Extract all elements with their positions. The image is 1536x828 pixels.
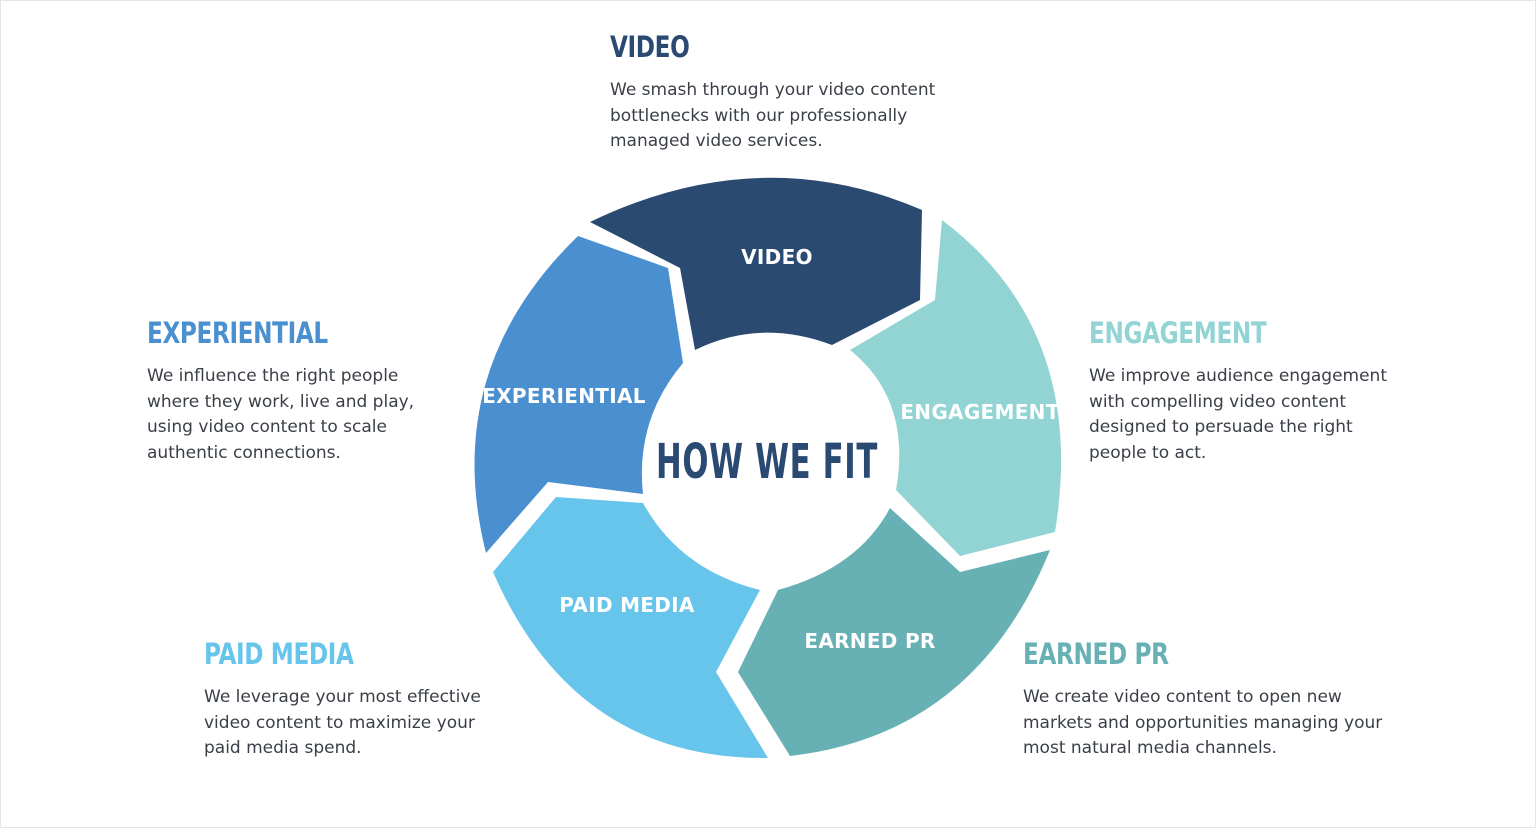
- segment-label-video: VIDEO: [741, 245, 813, 269]
- description-paid-media: PAID MEDIA We leverage your most effecti…: [204, 637, 544, 762]
- description-text-paid-media: We leverage your most effective video co…: [204, 687, 481, 758]
- description-title-paid-media: PAID MEDIA: [204, 637, 354, 671]
- description-title-engagement: ENGAGEMENT: [1089, 316, 1267, 350]
- description-engagement: ENGAGEMENT We improve audience engagemen…: [1089, 316, 1509, 466]
- description-earned-pr: EARNED PR We create video content to ope…: [1023, 637, 1503, 762]
- wheel-segment-paid-media: [493, 497, 768, 759]
- center-title: HOW WE FIT: [656, 434, 878, 490]
- segment-label-earned-pr: EARNED PR: [804, 629, 935, 653]
- description-experiential: EXPERIENTIAL We influence the right peop…: [147, 316, 477, 466]
- segment-label-experiential: EXPERIENTIAL: [482, 384, 646, 408]
- description-title-video: VIDEO: [610, 30, 690, 64]
- description-text-video: We smash through your video content bott…: [610, 80, 936, 151]
- description-video: VIDEO We smash through your video conten…: [610, 30, 1010, 155]
- wheel-segment-video: [590, 177, 922, 350]
- description-text-experiential: We influence the right people where they…: [147, 366, 415, 463]
- wheel-segment-engagement: [850, 220, 1062, 556]
- description-title-earned-pr: EARNED PR: [1023, 637, 1169, 671]
- wheel-segment-earned-pr: [738, 508, 1050, 756]
- wheel-segment-experiential: [474, 236, 683, 553]
- segment-label-paid-media: PAID MEDIA: [559, 593, 695, 617]
- segment-label-engagement: ENGAGEMENT: [900, 400, 1059, 424]
- description-text-engagement: We improve audience engagement with comp…: [1089, 366, 1387, 463]
- description-text-earned-pr: We create video content to open new mark…: [1023, 687, 1383, 758]
- description-title-experiential: EXPERIENTIAL: [147, 316, 328, 350]
